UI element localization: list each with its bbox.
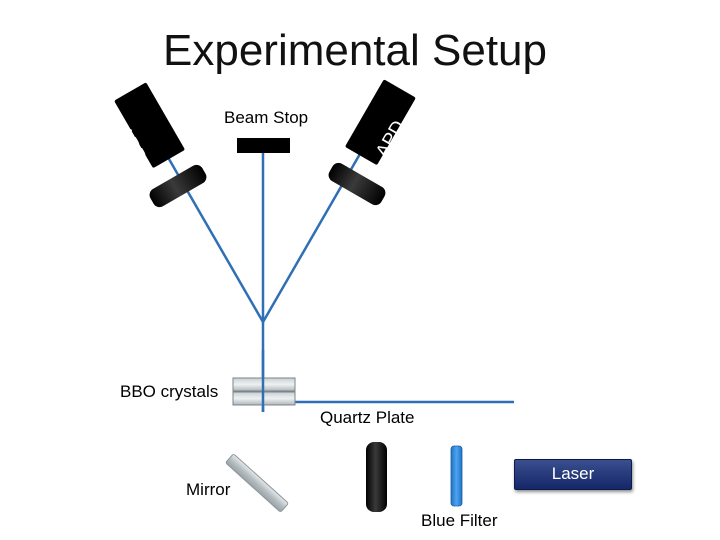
lens-left (149, 164, 207, 208)
downconverted-beam-left (156, 139, 265, 323)
blue-filter-label: Blue Filter (421, 511, 498, 530)
quartz-plate-optic (366, 442, 387, 512)
apd-detector-left (114, 82, 185, 168)
quartz-plate-label: Quartz Plate (320, 408, 415, 427)
laser-label: Laser (551, 464, 595, 483)
bbo-crystals-label: BBO crystals (120, 382, 219, 401)
blue-filter (450, 445, 463, 507)
apd-detector-right (345, 79, 416, 165)
beam-stop-label: Beam Stop (224, 108, 309, 127)
page-title: Experimental Setup (163, 26, 547, 75)
downconverted-beam-right (261, 139, 370, 323)
mirror-label: Mirror (186, 480, 231, 499)
lens-right (328, 162, 386, 206)
mirror (225, 454, 289, 512)
beam-stop (237, 138, 290, 153)
laser-source: Laser (514, 459, 632, 490)
